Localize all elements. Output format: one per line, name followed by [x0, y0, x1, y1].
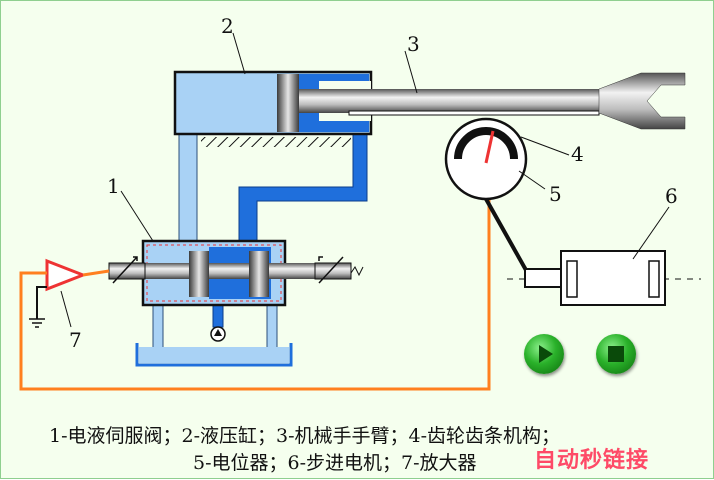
cylinder-piston	[277, 74, 299, 132]
valve-spool-rod	[109, 263, 351, 279]
label-7: 7	[69, 328, 82, 352]
spring-icon	[350, 266, 364, 277]
valve-spool-land-right	[249, 251, 269, 297]
label-1: 1	[107, 174, 120, 198]
caption-line-1: 1-电液伺服阀；2-液压缸；3-机械手手臂；4-齿轮齿条机构；	[49, 425, 561, 447]
adjust-arrow-right-icon	[318, 256, 344, 284]
ground-icon	[29, 318, 45, 328]
manipulator-arm	[299, 72, 686, 130]
amplifier-triangle-icon	[45, 258, 88, 292]
label-3: 3	[407, 32, 420, 56]
gripper-jaw	[598, 72, 686, 130]
amplifier	[29, 258, 110, 328]
stop-button[interactable]	[596, 334, 636, 374]
play-button[interactable]	[524, 334, 564, 374]
feedback-wire	[19, 197, 491, 391]
label-4: 4	[571, 142, 584, 166]
leader-lines	[60, 32, 670, 328]
gauge-needle	[484, 130, 495, 164]
servo-valve	[108, 239, 364, 307]
linkage-shaft	[484, 198, 533, 280]
label-5: 5	[549, 182, 562, 206]
oil-tank	[135, 343, 293, 367]
play-icon	[539, 345, 553, 363]
stop-icon	[608, 346, 624, 362]
watermark-text: 自动秒链接	[534, 448, 650, 473]
label-2: 2	[221, 14, 234, 38]
adjust-arrow-left-icon	[112, 256, 138, 284]
hydraulic-lines	[152, 133, 368, 352]
valve-spool-land-left	[189, 251, 209, 297]
potentiometer-gauge	[444, 117, 528, 201]
ground-hatching	[201, 137, 351, 147]
label-6: 6	[665, 184, 678, 208]
caption-line-2: 5-电位器；6-步进电机；7-放大器	[193, 452, 477, 474]
stepper-motor	[507, 250, 701, 306]
pump-icon	[210, 326, 226, 342]
